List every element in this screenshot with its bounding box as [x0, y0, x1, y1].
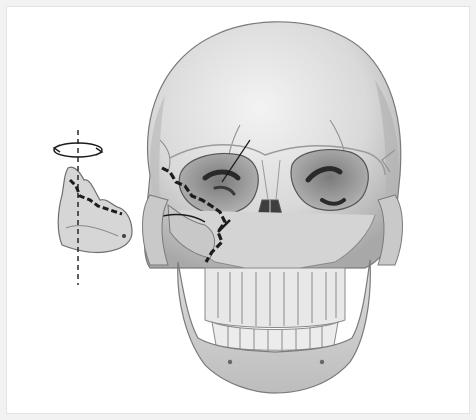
left-orbit — [179, 154, 258, 215]
zygomatic-fragment — [58, 167, 132, 252]
upper-teeth — [205, 268, 345, 328]
